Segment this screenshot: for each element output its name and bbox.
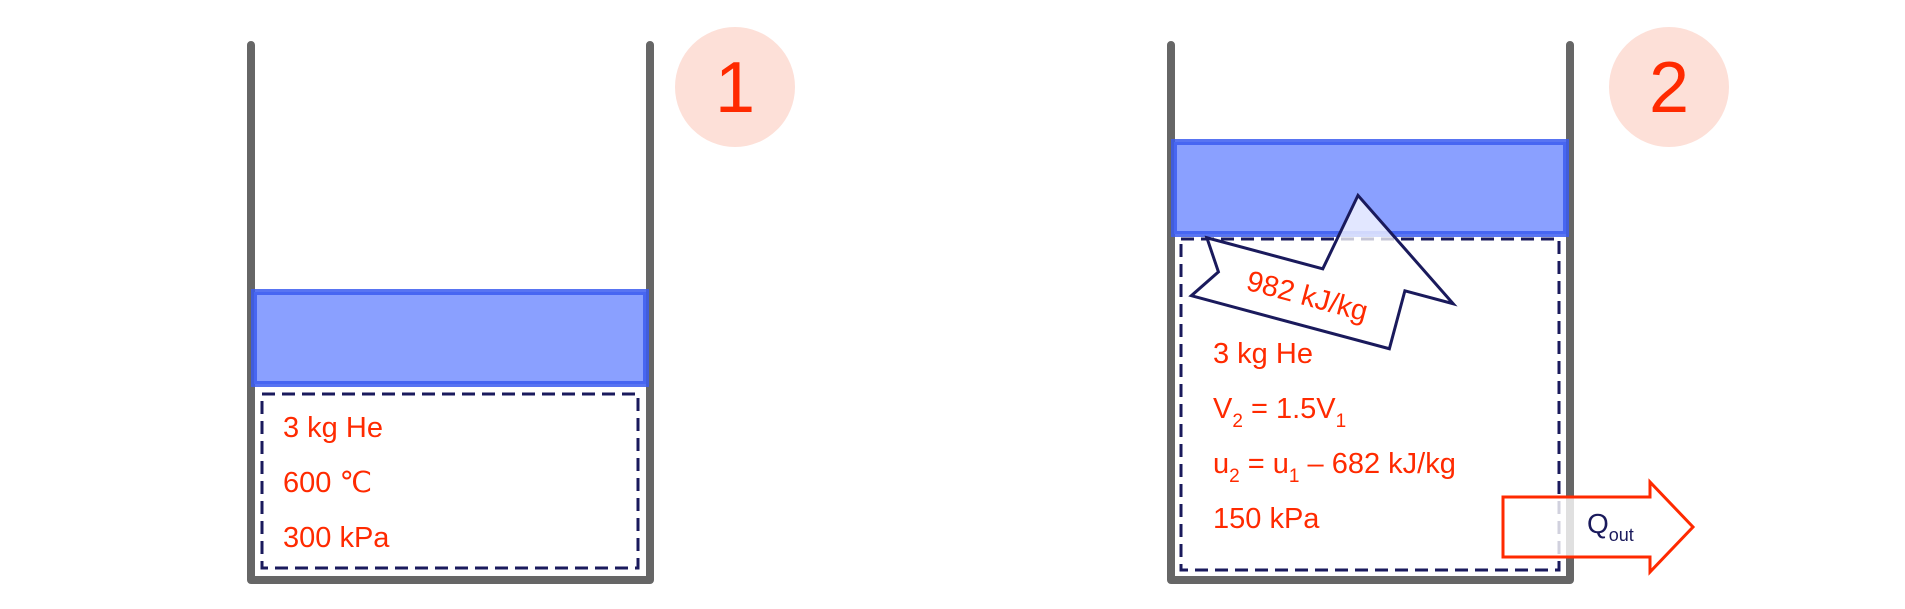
work-arrow-shape: [1188, 192, 1458, 351]
system-boundary-1: [260, 392, 640, 570]
state-1-pressure: 300 kPa: [283, 522, 390, 554]
heat-out-arrow: Qout: [1501, 478, 1696, 576]
state-2-mass: 3 kg He: [1213, 338, 1313, 370]
state-2-number: 2: [1649, 48, 1689, 128]
state-2-volume-relation: V2 = 1.5V1: [1213, 393, 1346, 432]
heat-label: Qout: [1587, 508, 1634, 545]
state-2-pressure: 150 kPa: [1213, 503, 1320, 535]
state-1-group: 1 3 kg He 600 ℃ 300 kPa: [247, 27, 795, 584]
state-2-group: 2 982 kJ/kg 3 kg He V2 = 1.5V1 u2 = u1 –…: [1167, 27, 1729, 584]
state-1-mass: 3 kg He: [283, 412, 383, 444]
heat-arrow-shape: [1501, 478, 1696, 576]
state-1-number: 1: [715, 48, 755, 128]
state-2-energy-relation: u2 = u1 – 682 kJ/kg: [1213, 448, 1456, 487]
state-1-badge: [675, 27, 795, 147]
cylinder-2: [1167, 41, 1574, 584]
state-2-badge: [1609, 27, 1729, 147]
piston-1: [251, 289, 649, 387]
state-1-temperature: 600 ℃: [283, 467, 372, 499]
